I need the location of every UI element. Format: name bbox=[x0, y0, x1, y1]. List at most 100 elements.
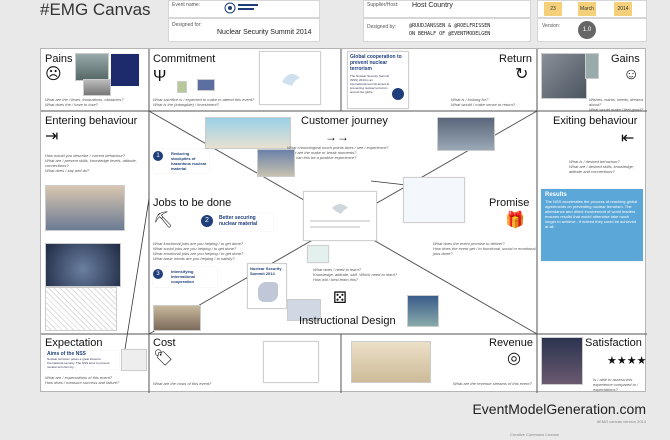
number-1-icon: 1 bbox=[153, 151, 163, 161]
aims-text: Nuclear terrorism poses a great threat t… bbox=[47, 357, 110, 369]
nss-logo bbox=[224, 1, 260, 15]
customer-journey-question: What chronological touch points does / s… bbox=[287, 145, 389, 160]
event-name-label: Event name: bbox=[172, 2, 201, 8]
brand-title: #EMG Canvas bbox=[40, 0, 151, 19]
enter-icon: ⇥ bbox=[45, 128, 59, 145]
return-arrow-icon: ↻ bbox=[515, 66, 529, 83]
jobs-question: What functional jobs are you helping / t… bbox=[153, 241, 244, 261]
version-value: 1.0 bbox=[578, 21, 596, 39]
satisfaction-photo bbox=[541, 337, 583, 385]
commitment-photo-2 bbox=[197, 79, 215, 91]
entering-photo-2 bbox=[45, 243, 121, 287]
canvas-board: Pains ☹ What are the / fears, frustratio… bbox=[40, 48, 647, 393]
journey-photo-2 bbox=[257, 149, 295, 177]
entering-title: Entering behaviour bbox=[45, 115, 138, 127]
center-web-note bbox=[303, 191, 377, 241]
supplier-card: Supplier/Host: Host Country bbox=[363, 0, 531, 18]
results-text: The NSS accelerates the process of reach… bbox=[545, 199, 638, 229]
customer-journey-title: Customer journey bbox=[301, 115, 388, 127]
supplier-value: Host Country bbox=[412, 2, 453, 9]
revenue-title: Revenue bbox=[489, 337, 534, 349]
intensifying-note: 3 Intensifying international cooperation bbox=[153, 267, 217, 287]
handshake-icon: Ψ bbox=[153, 68, 167, 85]
global-coop-text: The Nuclear Security Summit (NSS) 2014 i… bbox=[350, 74, 390, 94]
aims-note: Aims of the NSS Nuclear terrorism poses … bbox=[45, 351, 119, 369]
event-name-card: Event name: bbox=[168, 0, 320, 18]
commitment-title: Commitment bbox=[153, 53, 216, 65]
entering-photo-1 bbox=[45, 185, 125, 231]
version-card: Version: 1.0 bbox=[537, 18, 647, 42]
instructional-title: Instructional Design bbox=[299, 315, 396, 327]
gains-question: Wishes, wants, needs, dreams about? What… bbox=[589, 97, 644, 112]
global-coop-note: Global cooperation to prevent nuclear te… bbox=[347, 51, 409, 109]
designed-by-card: Designed by: @RUUDJANSSEN & @ROELFRISSEN… bbox=[363, 18, 531, 42]
designed-for-card: Designed for: Nuclear Security Summit 20… bbox=[168, 18, 320, 42]
gains-photo-2 bbox=[585, 53, 599, 79]
revenue-photo bbox=[351, 341, 431, 383]
number-2-icon: 2 bbox=[201, 215, 213, 227]
expectation-photo bbox=[121, 349, 147, 371]
better-securing-note: 2 Better securing nuclear material bbox=[201, 213, 273, 231]
sad-face-icon: ☹ bbox=[45, 66, 62, 83]
aims-heading: Aims of the NSS bbox=[47, 351, 86, 357]
date-day: 23 bbox=[544, 2, 562, 16]
number-3-icon: 3 bbox=[153, 269, 163, 279]
instructional-photo-2 bbox=[407, 295, 439, 327]
cost-title: Cost bbox=[153, 337, 176, 349]
reducing-text: Reducing stockpiles of hazardous nuclear… bbox=[171, 151, 207, 171]
expectation-question: What are / expectations of this event? H… bbox=[45, 375, 120, 385]
commitment-photo-1 bbox=[177, 81, 187, 93]
revenue-question: What are the revenue streams of this eve… bbox=[453, 381, 532, 386]
designed-by-value-2: ON BEHALF OF @EVENTMODELGEN bbox=[409, 31, 491, 37]
map-shape bbox=[258, 282, 278, 302]
coins-icon: ◎ bbox=[507, 350, 521, 367]
entering-question: How would you describe / current behavio… bbox=[45, 153, 137, 173]
gains-title: Gains bbox=[611, 53, 640, 65]
commitment-question: What sacrifice is / expected to make to … bbox=[153, 97, 255, 107]
satisfaction-question: Is / able to assess this experience comp… bbox=[593, 377, 639, 392]
pains-photo-2 bbox=[83, 79, 111, 96]
footer-license: Creative Commons License bbox=[510, 432, 560, 437]
footer-site-link[interactable]: EventModelGeneration.com bbox=[472, 401, 646, 417]
journey-arrows-icon: →→ bbox=[325, 130, 349, 144]
gains-photo bbox=[541, 53, 587, 99]
nss-badge bbox=[392, 88, 404, 100]
designed-for-label: Designed for: bbox=[172, 22, 202, 28]
designed-for-value: Nuclear Security Summit 2014 bbox=[217, 29, 312, 36]
commitment-note bbox=[259, 51, 321, 105]
journey-photo bbox=[205, 117, 291, 149]
exit-icon: ⇤ bbox=[621, 130, 635, 147]
cost-note bbox=[263, 341, 319, 383]
results-heading: Results bbox=[545, 192, 567, 198]
return-title: Return bbox=[499, 53, 533, 65]
global-coop-heading: Global cooperation to prevent nuclear te… bbox=[350, 54, 402, 72]
exiting-question: What is / desired behaviour? What are / … bbox=[569, 159, 634, 174]
happy-face-icon: ☺ bbox=[623, 66, 640, 83]
journey-photo-3 bbox=[437, 117, 495, 151]
reducing-note: 1 Reducing stockpiles of hazardous nucle… bbox=[153, 149, 209, 173]
date-month: March bbox=[578, 2, 596, 16]
worker-shovel-icon: ⛏ bbox=[153, 212, 174, 229]
price-tag-icon: 🏷 bbox=[153, 350, 174, 367]
classroom-icon: ⚄ bbox=[333, 290, 347, 307]
pains-article-note bbox=[111, 54, 139, 86]
cost-question: What are the costs of this event? bbox=[153, 381, 212, 386]
designed-by-value-1: @RUUDJANSSEN & @ROELFRISSEN bbox=[409, 23, 491, 29]
instructional-photo bbox=[287, 299, 321, 321]
jobs-title: Jobs to be done bbox=[153, 197, 232, 209]
center-tile-note bbox=[307, 245, 329, 263]
promise-title: Promise bbox=[489, 197, 530, 209]
nss-map-title: Nuclear Security Summit 2014 bbox=[250, 266, 282, 276]
designed-by-label: Designed by: bbox=[367, 24, 397, 30]
pains-title: Pains bbox=[45, 53, 73, 65]
nss-map-note: Nuclear Security Summit 2014 bbox=[247, 263, 287, 309]
date-year: 2014 bbox=[614, 2, 632, 16]
intensifying-text: Intensifying international cooperation bbox=[171, 269, 196, 284]
promise-note bbox=[403, 177, 465, 223]
expectation-title: Expectation bbox=[45, 337, 103, 349]
date-card: 23 March 2014 bbox=[537, 0, 647, 18]
gift-icon: 🎁 bbox=[505, 212, 525, 229]
stars-rating-icon: ★★★★ bbox=[607, 355, 647, 367]
exiting-title: Exiting behaviour bbox=[553, 115, 638, 127]
